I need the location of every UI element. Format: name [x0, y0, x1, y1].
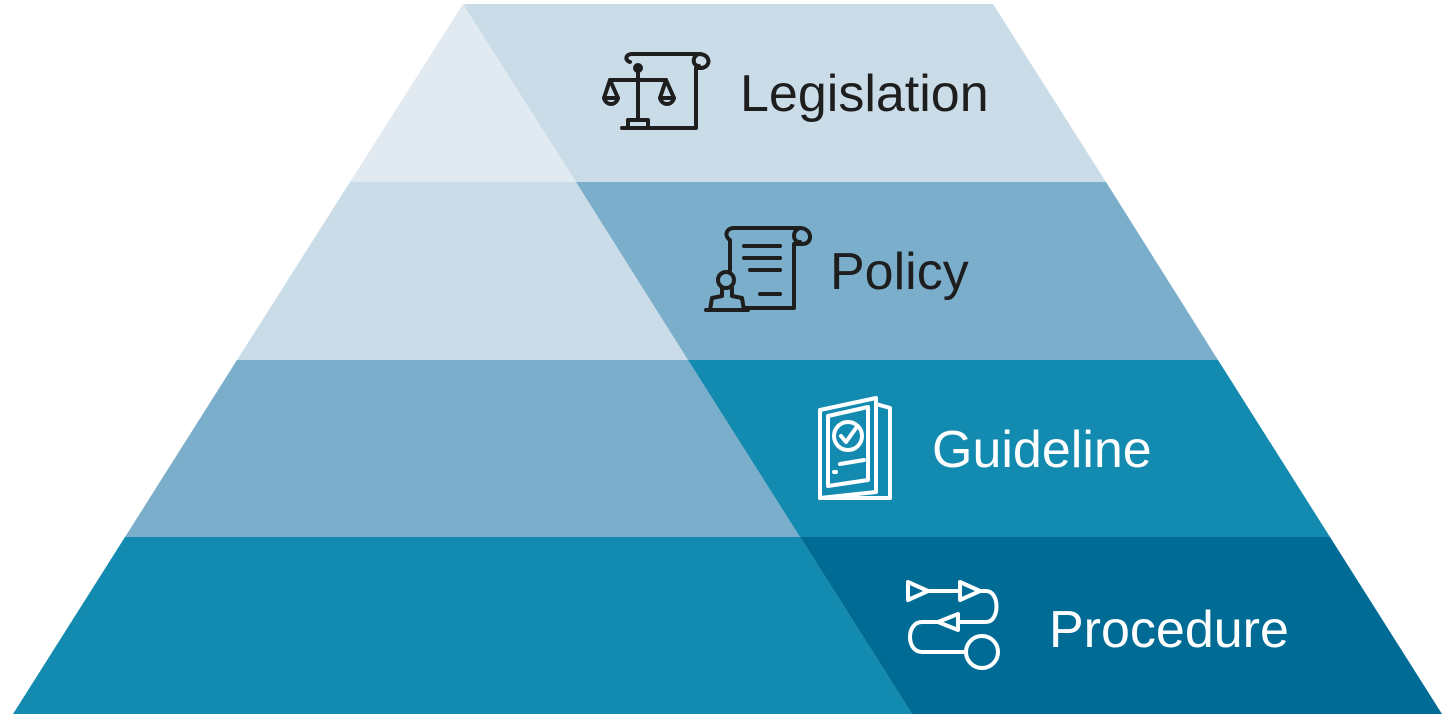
approved-document-checkmark-icon — [818, 396, 892, 500]
scales-of-justice-scroll-icon — [602, 52, 711, 130]
policy-document-stamp-icon — [704, 226, 812, 312]
tier-procedure-left-face — [13, 537, 912, 714]
tier-legislation-left-face — [350, 4, 576, 182]
level-label-guideline: Guideline — [932, 421, 1152, 479]
tier-legislation-right-face — [463, 4, 1106, 182]
level-label-policy: Policy — [830, 243, 969, 301]
pyramid-tier-legislation — [350, 4, 1106, 182]
process-flow-arrows-icon — [906, 580, 1000, 670]
tier-policy-left-face — [237, 182, 688, 360]
level-label-procedure: Procedure — [1049, 601, 1289, 659]
level-label-legislation: Legislation — [740, 65, 989, 123]
tier-guideline-left-face — [125, 360, 800, 537]
